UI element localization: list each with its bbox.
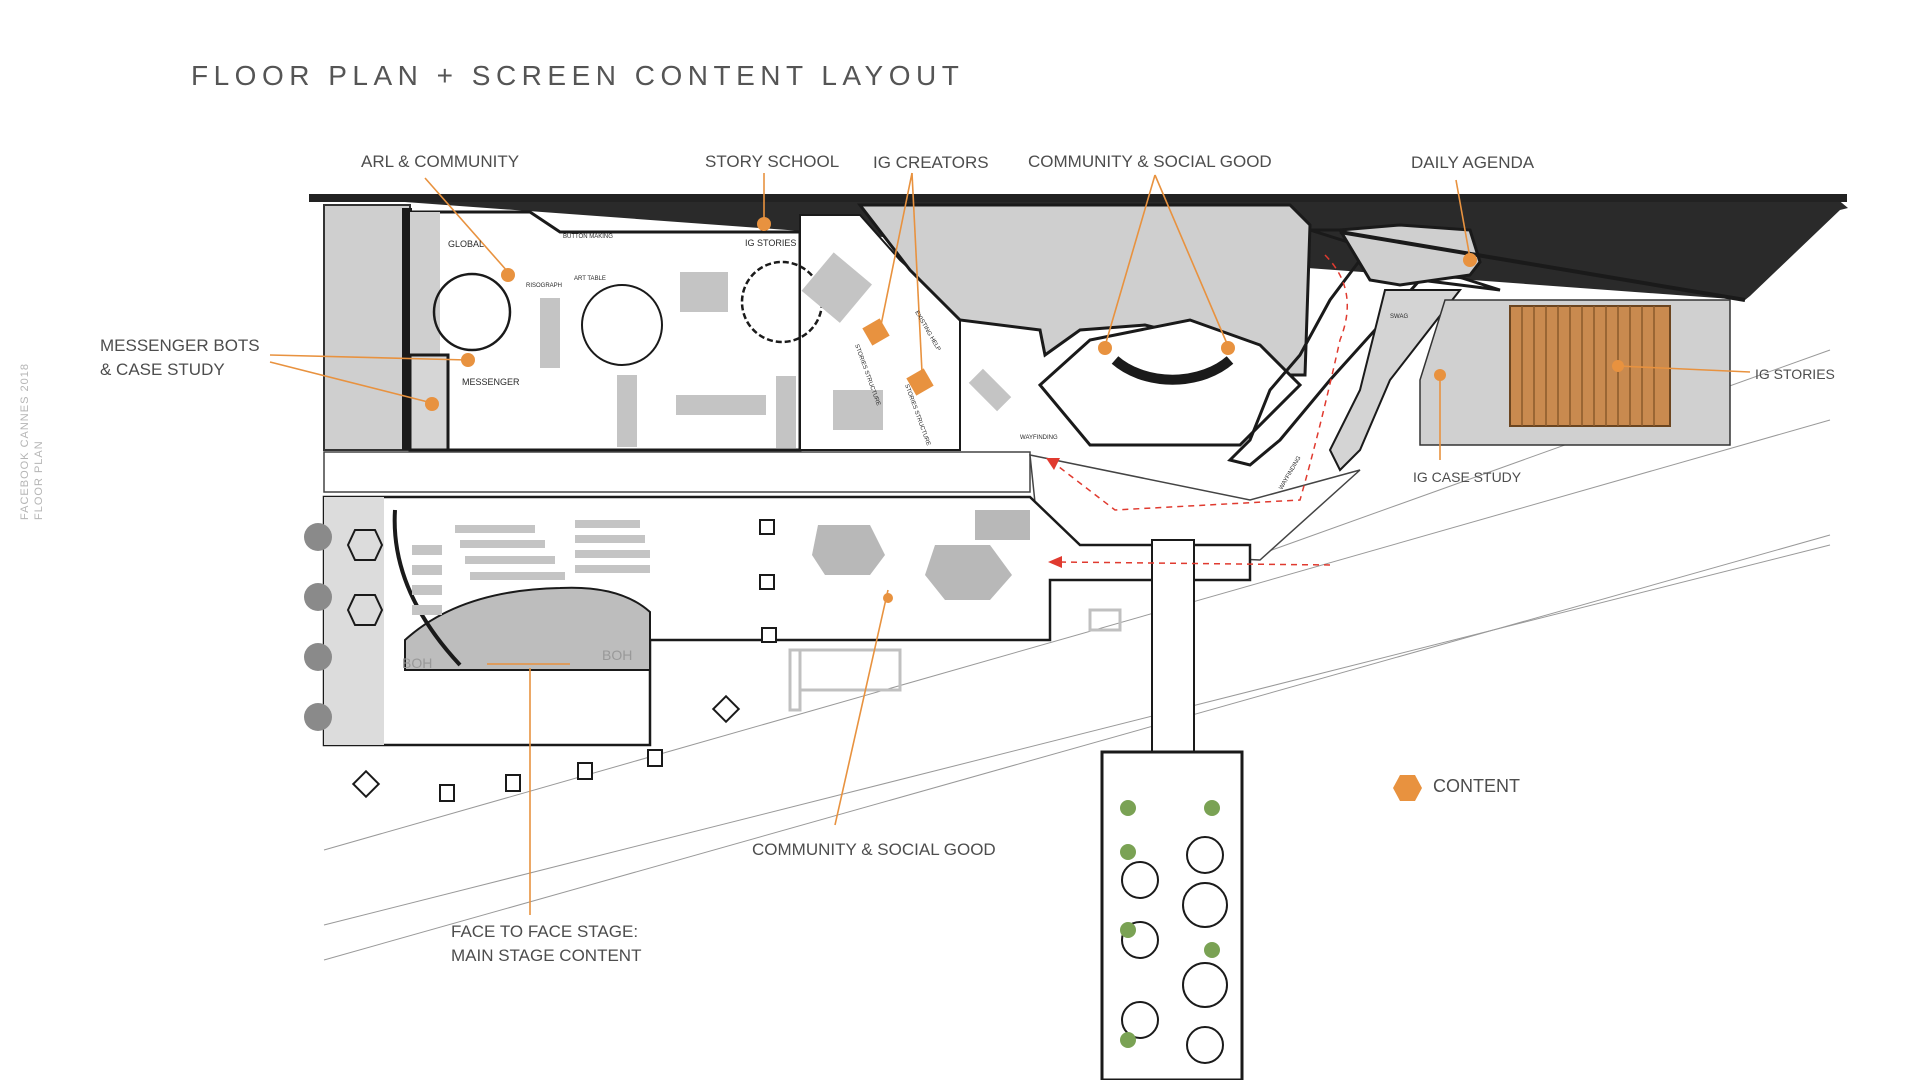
- circulation-path: [1049, 254, 1348, 566]
- page-title: FLOOR PLAN + SCREEN CONTENT LAYOUT: [191, 60, 965, 91]
- left-wall-thick: [402, 208, 412, 450]
- callout-stage-line-2: MAIN STAGE CONTENT: [451, 946, 642, 965]
- plan-label-messenger: MESSENGER: [462, 377, 520, 387]
- plan-label-ig-stories: IG STORIES: [745, 238, 796, 248]
- callout-daily-agenda: DAILY AGENDA: [1411, 153, 1535, 172]
- callout-messenger-bots: MESSENGER BOTS & CASE STUDY: [100, 334, 260, 382]
- daily-agenda-room: [1337, 223, 1482, 287]
- callout-community-social-good-top: COMMUNITY & SOCIAL GOOD: [1028, 152, 1272, 171]
- garden-strip: [1100, 750, 1244, 1080]
- callout-face-to-face-stage: FACE TO FACE STAGE: MAIN STAGE CONTENT: [451, 920, 641, 968]
- plan-label-global: GLOBAL: [448, 239, 484, 249]
- path-arrow-1: [1046, 458, 1060, 470]
- corridor-strip: [323, 451, 1031, 493]
- trees-left: [304, 523, 332, 731]
- plan-label-art-table: ART TABLE: [574, 276, 606, 282]
- lower-furniture: [812, 510, 1030, 600]
- plan-label-risograph: RISOGRAPH: [526, 283, 562, 289]
- plan-label-wayfinding-a: WAYFINDING: [1020, 435, 1058, 441]
- callout-ig-stories: IG STORIES: [1755, 366, 1835, 382]
- deck-slats: [1521, 306, 1655, 426]
- plan-label-button-making: BUTTON MAKING: [563, 234, 613, 240]
- booth-hexagons: [346, 529, 384, 626]
- building-edge: [1339, 230, 1746, 302]
- callout-ig-creators: IG CREATORS: [873, 153, 989, 172]
- plan-label-boh-right: BOH: [602, 647, 632, 663]
- plan-label-wayfinding-b: WAYFINDING: [1279, 455, 1303, 491]
- plan-label-swag: SWAG: [1390, 314, 1408, 320]
- garden-walkway: [1151, 539, 1195, 791]
- callout-messenger-line-2: & CASE STUDY: [100, 360, 225, 379]
- legend-content-label: CONTENT: [1433, 776, 1520, 796]
- plan-label-boh-left: BOH: [402, 655, 432, 671]
- content-markers: [425, 217, 1624, 603]
- upper-furniture: [540, 252, 1012, 448]
- outdoor-markers: [351, 519, 777, 802]
- hexagon-icon: [1393, 775, 1422, 801]
- garden-plants: [1120, 800, 1220, 1048]
- callout-stage-line-1: FACE TO FACE STAGE:: [451, 922, 639, 941]
- garden-umbrellas: [1121, 836, 1228, 1064]
- callout-story-school: STORY SCHOOL: [705, 152, 840, 171]
- callout-community-social-good-bottom: COMMUNITY & SOCIAL GOOD: [752, 840, 996, 859]
- ig-stories-deck: [1509, 305, 1671, 427]
- audience-seating: [412, 520, 650, 615]
- lower-outline-furniture: [788, 608, 1122, 712]
- callout-arl-community: ARL & COMMUNITY: [361, 152, 520, 171]
- left-service-zone: [323, 204, 411, 451]
- callout-messenger-line-1: MESSENGER BOTS: [100, 336, 260, 355]
- roof-strip-main: [309, 194, 1847, 202]
- stage-curve: [392, 509, 462, 667]
- lower-hall: [322, 495, 1252, 747]
- path-arrow-2: [1048, 556, 1062, 568]
- community-arc: [1111, 356, 1234, 385]
- callout-leaders: [269, 172, 1751, 915]
- callout-ig-case-study: IG CASE STUDY: [1413, 469, 1522, 485]
